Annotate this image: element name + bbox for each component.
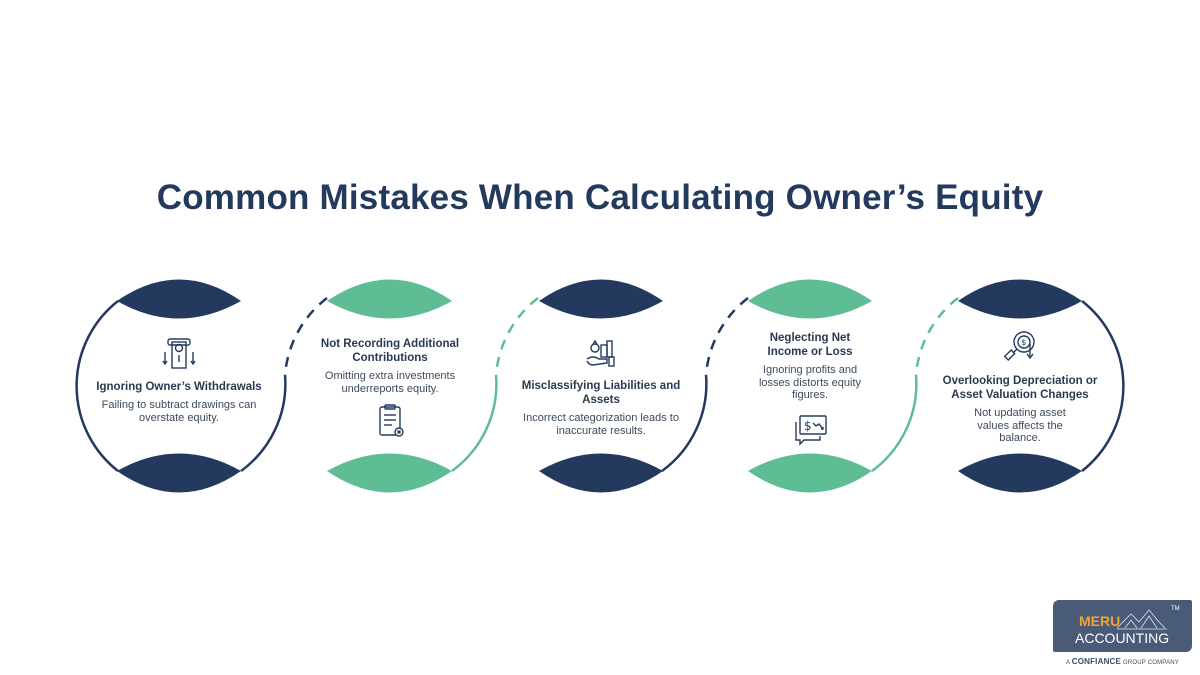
- step-2-description: Omitting extra investments underreports …: [324, 370, 456, 395]
- step-1: Ignoring Owner’s Withdrawals Failing to …: [94, 336, 264, 424]
- mountain-icon: [1117, 609, 1167, 630]
- connector-3-4: [704, 297, 749, 376]
- logo-trademark: TM: [1171, 606, 1180, 612]
- tagline-brand: CONFIANCE: [1071, 657, 1122, 666]
- circle-4-right-arc: [871, 374, 918, 473]
- svg-text:$: $: [804, 419, 812, 433]
- lens-5: [958, 279, 1082, 493]
- step-3: Misclassifying Liabilities and Assets In…: [516, 337, 686, 437]
- lens-1: [117, 279, 241, 493]
- step-5-description: Not updating asset values affects the ba…: [974, 407, 1066, 444]
- step-2-heading: Not Recording Additional Contributions: [320, 338, 460, 364]
- connector-2-3: [494, 297, 539, 376]
- lens-4: [748, 279, 872, 493]
- tagline-prefix: A: [1065, 660, 1070, 666]
- step-3-description: Incorrect categorization leads to inaccu…: [523, 412, 679, 437]
- svg-text:$: $: [1021, 338, 1026, 347]
- clipboard-x-icon: [379, 404, 404, 437]
- magnifier-depreciation-icon: $: [1003, 331, 1035, 361]
- step-1-description: Failing to subtract drawings can oversta…: [101, 399, 257, 424]
- hand-assets-icon: [586, 339, 615, 367]
- page-title: Common Mistakes When Calculating Owner’s…: [156, 178, 1044, 217]
- circle-2-right-arc: [451, 374, 498, 473]
- lens-2: [327, 279, 452, 493]
- connector-1-2: [283, 297, 328, 376]
- circle-1-outline: [75, 300, 119, 472]
- step-4-description: Ignoring profits and losses distorts equ…: [758, 364, 862, 401]
- step-5-heading: Overlooking Depreciation or Asset Valuat…: [942, 375, 1098, 401]
- logo-brand-bottom: ACCOUNTING: [1075, 630, 1170, 646]
- logo-brand-top: MERU: [1079, 613, 1121, 629]
- circle-1-right-arc: [240, 374, 287, 473]
- dollar-decline-icon: $: [795, 414, 827, 446]
- step-4: Neglecting Net Income or Loss Ignoring p…: [725, 331, 895, 448]
- connector-4-5: [914, 297, 959, 376]
- step-1-heading: Ignoring Owner’s Withdrawals: [96, 381, 262, 393]
- step-4-heading: Neglecting Net Income or Loss: [767, 332, 853, 358]
- lens-3: [539, 279, 663, 493]
- step-5: $ Overlooking Depreciation or Asset Valu…: [935, 330, 1105, 445]
- tagline-suffix: GROUP COMPANY: [1122, 660, 1180, 666]
- step-2: Not Recording Additional Contributions O…: [305, 337, 475, 439]
- step-3-heading: Misclassifying Liabilities and Assets: [521, 380, 681, 406]
- circle-3-right-arc: [661, 374, 708, 473]
- circle-5-right-arc: [1081, 300, 1125, 472]
- atm-withdrawal-icon: [162, 338, 196, 369]
- meru-accounting-logo: MERU TM ACCOUNTING: [1053, 600, 1192, 652]
- logo-tagline: A CONFIANCE GROUP COMPANY: [1053, 657, 1192, 666]
